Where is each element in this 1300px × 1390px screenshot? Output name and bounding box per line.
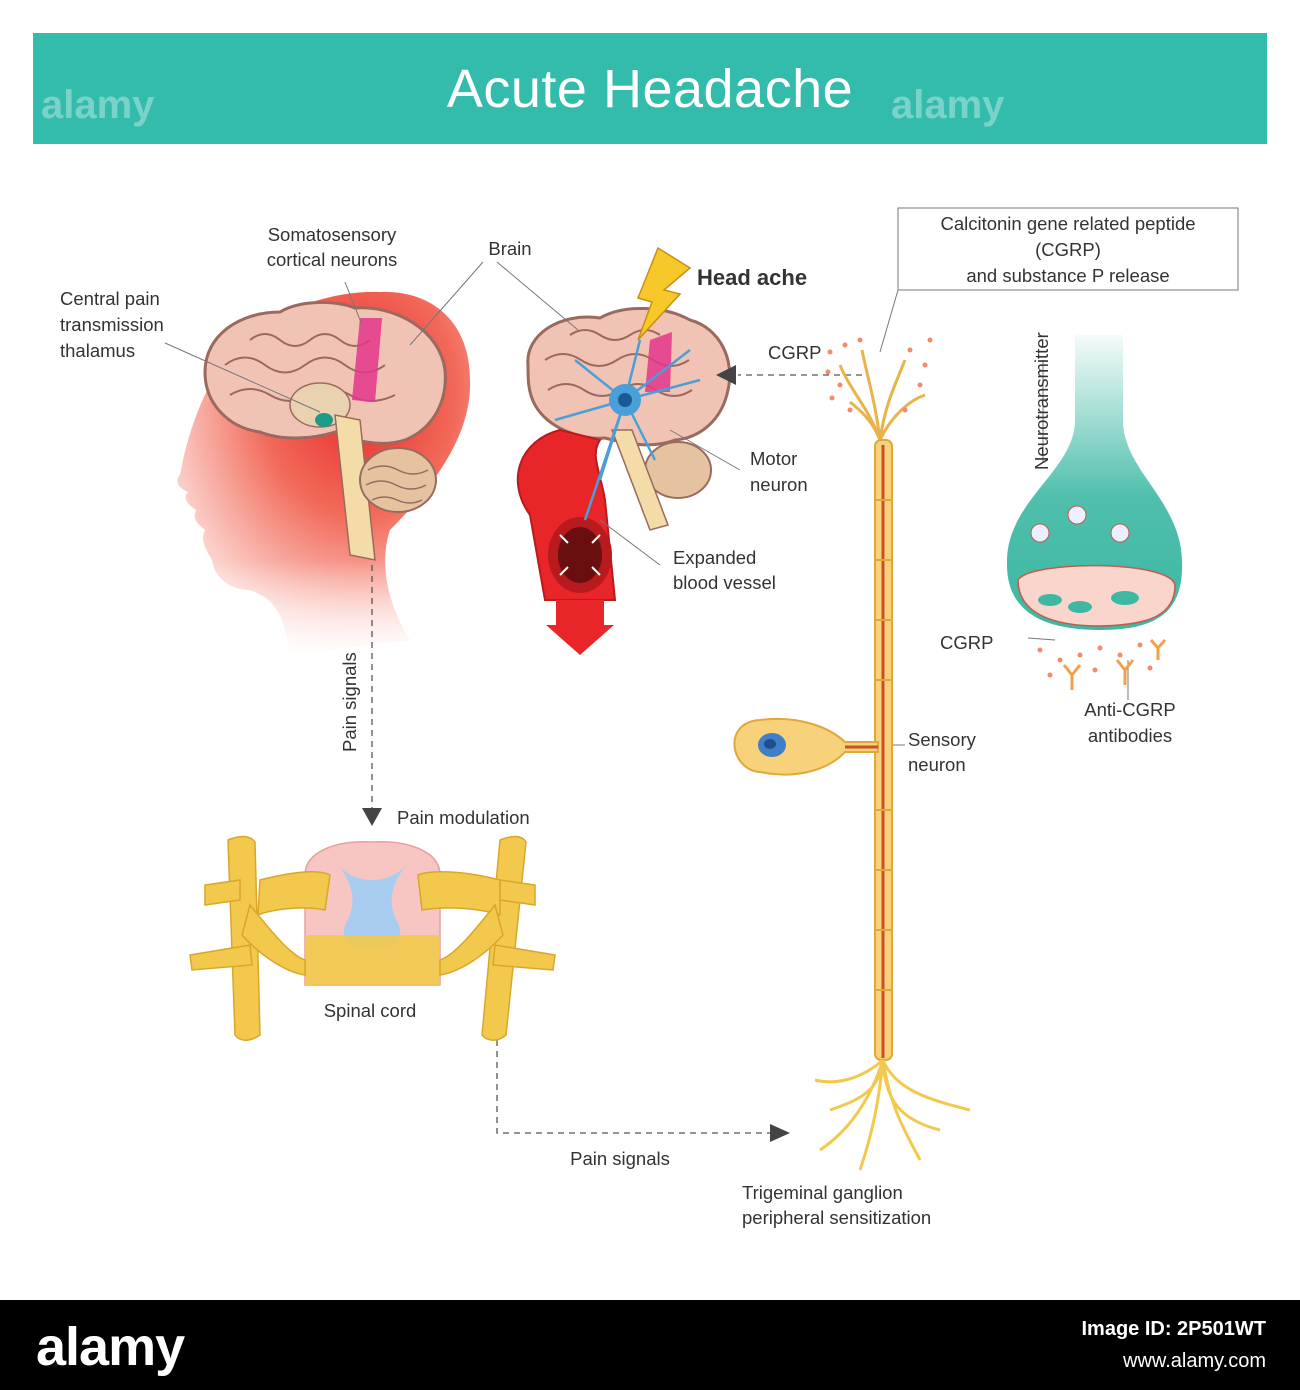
label-sensory-neuron-1: Sensory — [908, 729, 977, 750]
label-motor-neuron-1: Motor — [750, 448, 797, 469]
label-pain-signals-vertical: Pain signals — [339, 652, 360, 752]
diagram-labels: Somatosensory cortical neurons Brain Cen… — [60, 213, 1196, 1228]
arrow-right-icon — [770, 1124, 790, 1142]
label-neurotransmitter: Neurotransmitter — [1031, 332, 1052, 470]
label-sensory-neuron-2: neuron — [908, 754, 966, 775]
label-motor-neuron-2: neuron — [750, 474, 808, 495]
label-head-ache: Head ache — [697, 265, 807, 290]
title-bar: Acute Headache alamy alamy — [33, 33, 1267, 144]
label-anti-cgrp-2: antibodies — [1088, 725, 1172, 746]
label-central-pain-1: Central pain — [60, 288, 160, 309]
label-expanded-vessel-2: blood vessel — [673, 572, 776, 593]
label-expanded-vessel-1: Expanded — [673, 547, 756, 568]
alamy-logo: alamy — [36, 1317, 185, 1377]
label-calcitonin-3: and substance P release — [966, 265, 1169, 286]
label-somatosensory-1: Somatosensory — [268, 224, 397, 245]
brain-illustration — [516, 246, 732, 655]
synapse-illustration — [1006, 335, 1183, 690]
label-calcitonin-1: Calcitonin gene related peptide — [940, 213, 1195, 234]
signal-paths — [371, 374, 862, 1134]
label-calcitonin-2: (CGRP) — [1035, 239, 1101, 260]
label-cgrp-synapse: CGRP — [940, 632, 993, 653]
label-central-pain-3: thalamus — [60, 340, 135, 361]
arrow-left-icon — [716, 365, 736, 385]
label-cgrp-brain: CGRP — [768, 342, 821, 363]
antibody-icons — [1062, 639, 1167, 690]
page-title: Acute Headache — [446, 58, 854, 119]
label-central-pain-2: transmission — [60, 314, 164, 335]
head-illustration — [170, 291, 480, 660]
arrow-down-icon — [362, 808, 382, 826]
image-id: Image ID: 2P501WT — [1081, 1318, 1266, 1340]
label-trigeminal-2: peripheral sensitization — [742, 1207, 931, 1228]
label-spinal-cord: Spinal cord — [324, 1000, 417, 1021]
infographic-frame: Acute Headache alamy alamy — [33, 33, 1267, 1228]
label-anti-cgrp-1: Anti-CGRP — [1084, 699, 1176, 720]
lightning-icon — [636, 246, 692, 341]
label-brain: Brain — [488, 238, 531, 259]
label-pain-signals-bottom: Pain signals — [570, 1148, 670, 1169]
down-arrow-icon — [546, 600, 614, 655]
label-trigeminal-1: Trigeminal ganglion — [742, 1182, 903, 1203]
label-somatosensory-2: cortical neurons — [267, 249, 398, 270]
label-pain-modulation: Pain modulation — [397, 807, 530, 828]
spinal-cord-illustration — [189, 835, 556, 1041]
stock-footer: alamy Image ID: 2P501WT www.alamy.com — [0, 1300, 1300, 1390]
watermark-left: alamy — [41, 83, 155, 127]
watermark-right: alamy — [891, 83, 1005, 127]
headache-diagram: Somatosensory cortical neurons Brain Cen… — [60, 207, 1239, 1228]
site-url[interactable]: www.alamy.com — [1123, 1350, 1266, 1372]
sensory-neuron — [733, 337, 971, 1171]
